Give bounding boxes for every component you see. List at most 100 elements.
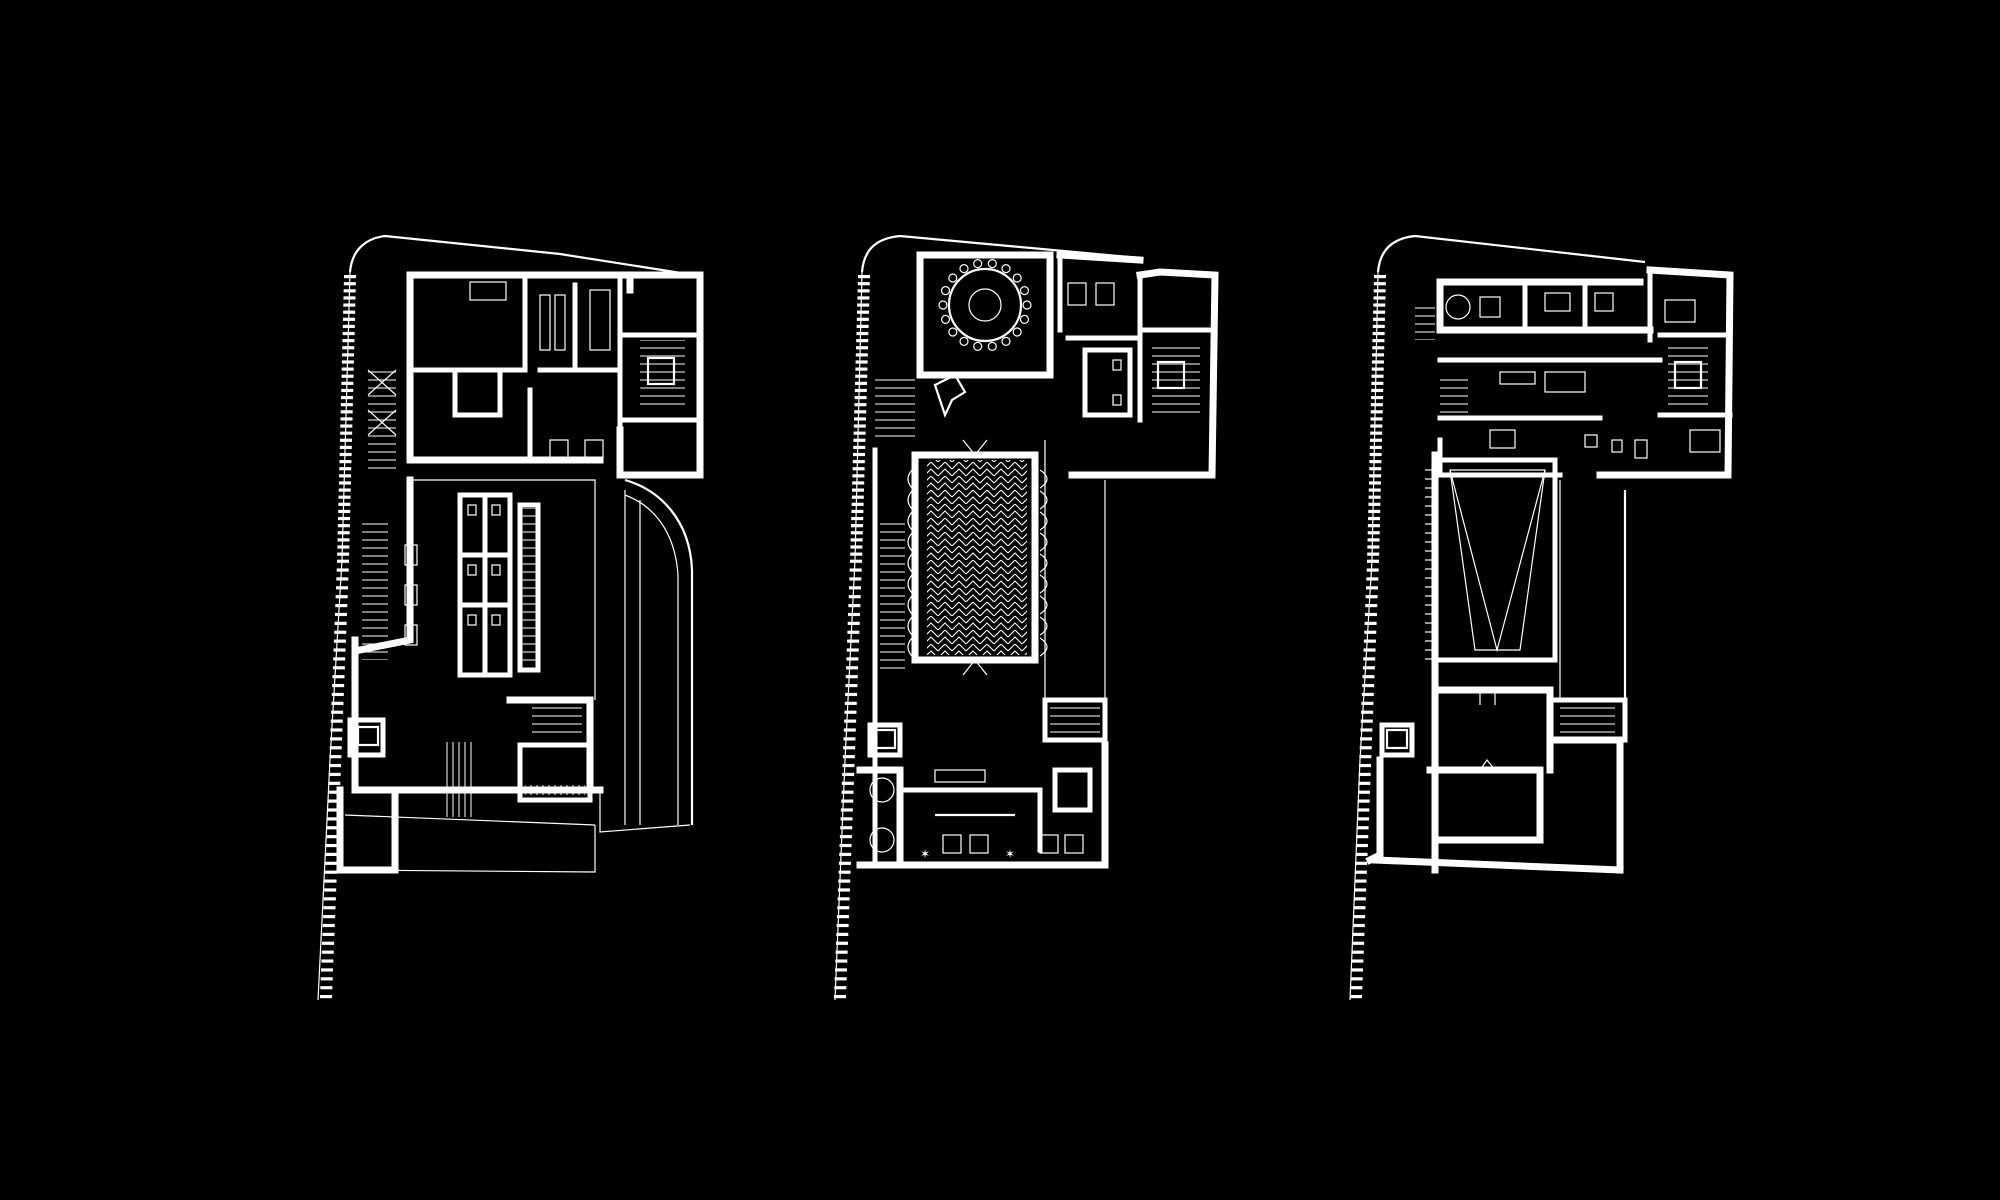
window-arch [1039, 595, 1048, 615]
edge-tick [1351, 950, 1364, 954]
edge-tick [1373, 303, 1386, 307]
edge-tick [850, 531, 863, 535]
site-boundary [1376, 234, 1646, 273]
toilet-icon [1112, 394, 1122, 406]
edge-tick [339, 438, 352, 442]
edge-tick [1358, 772, 1371, 777]
edge-tick [1370, 431, 1383, 435]
edge-tick [336, 577, 349, 581]
staircase [1440, 375, 1468, 415]
edge-tick [339, 452, 352, 457]
edge-tick [1352, 941, 1365, 945]
edge-tick [322, 932, 335, 936]
edge-tick [1364, 621, 1377, 625]
site-boundary-left [1349, 271, 1379, 1001]
staircase [1050, 705, 1100, 735]
round-table-icon [968, 288, 1002, 322]
edge-tick [853, 424, 866, 428]
edge-tick [337, 545, 350, 549]
armchair-icon [1039, 834, 1059, 854]
edge-tick [847, 621, 860, 625]
seat-icon [404, 624, 418, 646]
edge-tick [1367, 538, 1380, 542]
edge-tick [1366, 568, 1379, 572]
edge-tick [325, 852, 338, 857]
window-arch [1039, 637, 1048, 657]
edge-tick [323, 906, 336, 910]
edge-tick [851, 495, 864, 499]
desk-icon [554, 294, 566, 351]
edge-tick [1361, 692, 1374, 697]
edge-tick [334, 630, 347, 634]
edge-tick [328, 772, 341, 777]
dining-table-icon [1479, 296, 1501, 318]
chair-icon [973, 259, 983, 269]
door-swing [367, 369, 397, 436]
wall-outline [410, 479, 596, 700]
edge-tick [320, 986, 333, 990]
elevator-shaft [347, 717, 386, 758]
edge-tick [1369, 474, 1382, 478]
bed-icon [1489, 429, 1516, 449]
edge-tick [340, 431, 353, 435]
edge-tick [837, 888, 850, 892]
edge-tick [338, 495, 351, 499]
desk-icon [1544, 371, 1586, 393]
edge-tick [333, 657, 346, 661]
edge-tick [1363, 657, 1376, 661]
edge-tick [1368, 509, 1381, 514]
armchair-icon [869, 777, 895, 803]
edge-tick [329, 763, 342, 768]
toilet-icon [1584, 434, 1598, 448]
edge-tick [857, 282, 870, 286]
edge-tick [1360, 737, 1373, 741]
elevator-icon [1156, 360, 1186, 390]
edge-tick [336, 568, 349, 572]
edge-tick [838, 861, 851, 865]
edge-tick [841, 781, 854, 785]
entrance-stair [442, 742, 472, 817]
staircase [1415, 305, 1435, 340]
edge-tick [856, 317, 869, 321]
edge-tick [839, 852, 852, 857]
edge-tick [843, 737, 856, 741]
chair-icon [940, 314, 951, 324]
desk-icon [589, 289, 611, 351]
window-arch [907, 553, 913, 573]
edge-tick [1356, 835, 1369, 839]
edge-tick [855, 367, 868, 371]
edge-tick [849, 577, 862, 581]
edge-tick [321, 968, 334, 972]
edge-tick [834, 986, 847, 990]
edge-tick [851, 502, 864, 506]
edge-tick [1352, 923, 1365, 928]
stair-room [1042, 697, 1108, 743]
edge-tick [1361, 710, 1374, 714]
window-arch [1039, 532, 1048, 552]
edge-tick [340, 424, 353, 428]
edge-tick [847, 639, 860, 643]
edge-tick [851, 524, 864, 528]
chair-icon [1012, 273, 1022, 283]
edge-tick [327, 808, 340, 812]
edge-tick [326, 817, 339, 821]
chair-icon [959, 336, 969, 346]
edge-tick [325, 843, 338, 848]
edge-tick [324, 888, 337, 892]
wall [1056, 251, 1144, 264]
edge-tick [853, 431, 866, 435]
armchair-icon [584, 439, 604, 459]
edge-tick [845, 675, 858, 679]
elevator-icon [356, 725, 380, 747]
edge-tick [852, 488, 865, 492]
site-boundary-left [317, 271, 351, 1001]
edge-tick [835, 950, 848, 954]
edge-tick [321, 950, 334, 954]
edge-tick [841, 790, 854, 794]
elevator-shaft [1379, 722, 1415, 758]
parquet-floor [927, 460, 1027, 655]
edge-tick [855, 360, 868, 364]
chair-icon [987, 341, 997, 351]
desk-icon [539, 294, 551, 351]
elevator-icon [1673, 360, 1703, 390]
